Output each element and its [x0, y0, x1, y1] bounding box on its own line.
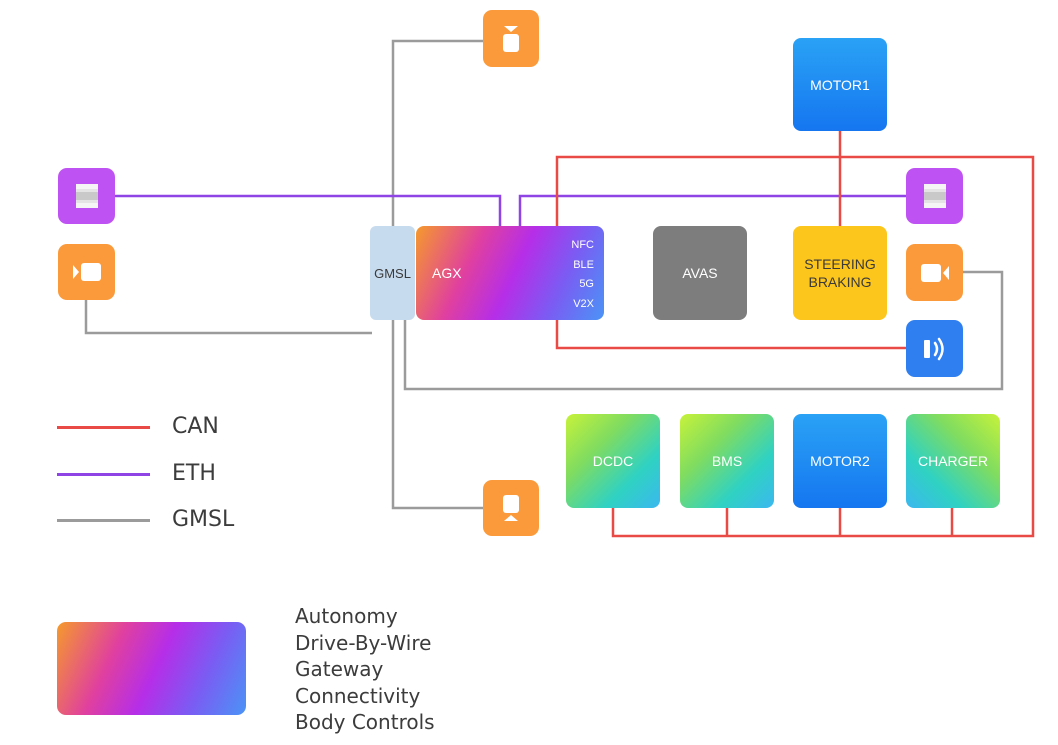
agx-gradient-legend-swatch [57, 622, 246, 715]
camera-top [483, 10, 539, 67]
gmsl-wire-bottom-camera [391, 320, 485, 510]
camera-left-icon [72, 263, 101, 281]
legend-eth-label: ETH [172, 461, 216, 486]
speaker [906, 320, 963, 377]
lidar-right-icon [923, 184, 946, 208]
lidar-left-icon [75, 184, 98, 208]
lidar-right [906, 168, 963, 224]
camera-right [906, 244, 963, 301]
legend-gmsl-line [57, 519, 150, 522]
function-drive-by-wire: Drive-By-Wire [295, 630, 432, 655]
agx-interface-ble: BLE [573, 258, 594, 271]
agx-computer: AGX NFC BLE 5G V2X [416, 226, 604, 320]
agx-interface-v2x: V2X [573, 297, 594, 310]
gmsl-wire-right-camera [403, 270, 1004, 391]
function-body-controls: Body Controls [295, 710, 435, 734]
function-autonomy: Autonomy [295, 604, 398, 628]
eth-wires [114, 194, 907, 228]
eth-wire-left-lidar [114, 194, 502, 228]
agx-interface-5g: 5G [579, 278, 594, 290]
function-connectivity: Connectivity [295, 683, 421, 708]
can-wire-speaker [555, 320, 907, 350]
function-gateway: Gateway [295, 657, 384, 681]
legend-gmsl-label: GMSL [172, 507, 235, 532]
braking-label: BRAKING [808, 274, 872, 290]
dcdc-block: DCDC [566, 414, 660, 508]
camera-bottom-icon [503, 495, 519, 521]
motor1-block: MOTOR1 [793, 38, 887, 131]
bms-block: BMS [680, 414, 774, 508]
legend-can-label: CAN [172, 414, 219, 439]
legend-can-line [57, 426, 150, 429]
can-wires [555, 131, 1035, 538]
agx-function-list: Autonomy Drive-By-Wire Gateway Connectiv… [295, 603, 435, 736]
camera-left [58, 244, 115, 300]
gmsl-wires [84, 39, 1004, 510]
steering-label: STEERING [804, 256, 876, 272]
steering-braking-block: STEERING BRAKING [793, 226, 887, 320]
camera-right-icon [920, 263, 949, 282]
gmsl-wire-left-camera [84, 300, 372, 335]
motor2-block: MOTOR2 [793, 414, 887, 508]
agx-interface-nfc: NFC [571, 239, 594, 251]
avas-block: AVAS [653, 226, 747, 320]
agx-interfaces: NFC BLE 5G V2X [571, 236, 594, 314]
speaker-icon [923, 337, 944, 360]
lidar-left [58, 168, 115, 224]
gmsl-serializer: GMSL [370, 226, 415, 320]
can-wire-main-loop [555, 155, 1035, 538]
camera-top-icon [503, 25, 519, 52]
charger-block: CHARGER [906, 414, 1000, 508]
camera-bottom [483, 480, 539, 536]
gmsl-wire-top-camera [391, 39, 485, 228]
agx-label: AGX [432, 265, 462, 281]
legend-eth-line [57, 473, 150, 476]
eth-wire-right-lidar [518, 194, 907, 228]
